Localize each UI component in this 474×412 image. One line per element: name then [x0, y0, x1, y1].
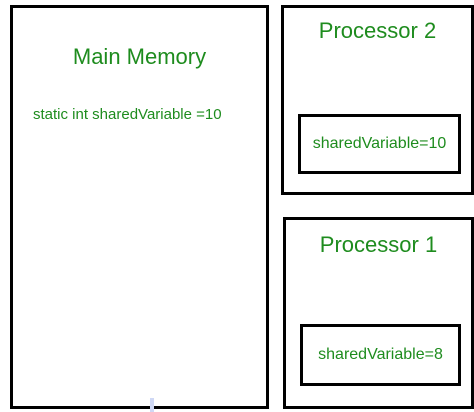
processor-2-cache-value: sharedVariable=10	[312, 135, 447, 152]
main-memory-title: Main Memory	[72, 44, 207, 69]
processor-2-cache-box: sharedVariable=10	[298, 114, 461, 174]
processor-1-cache-box: sharedVariable=8	[300, 324, 461, 386]
shared-variable-declaration: static int sharedVariable =10	[33, 106, 222, 123]
processor-1-title: Processor 1	[319, 232, 438, 257]
processor-1-box: Processor 1 sharedVariable=8	[283, 217, 474, 409]
processor-1-cache-value: sharedVariable=8	[318, 346, 443, 363]
processor-2-title: Processor 2	[318, 18, 437, 43]
decorative-accent	[150, 398, 154, 412]
processor-2-box: Processor 2 sharedVariable=10	[281, 5, 474, 195]
main-memory-box: Main Memory static int sharedVariable =1…	[10, 5, 269, 409]
